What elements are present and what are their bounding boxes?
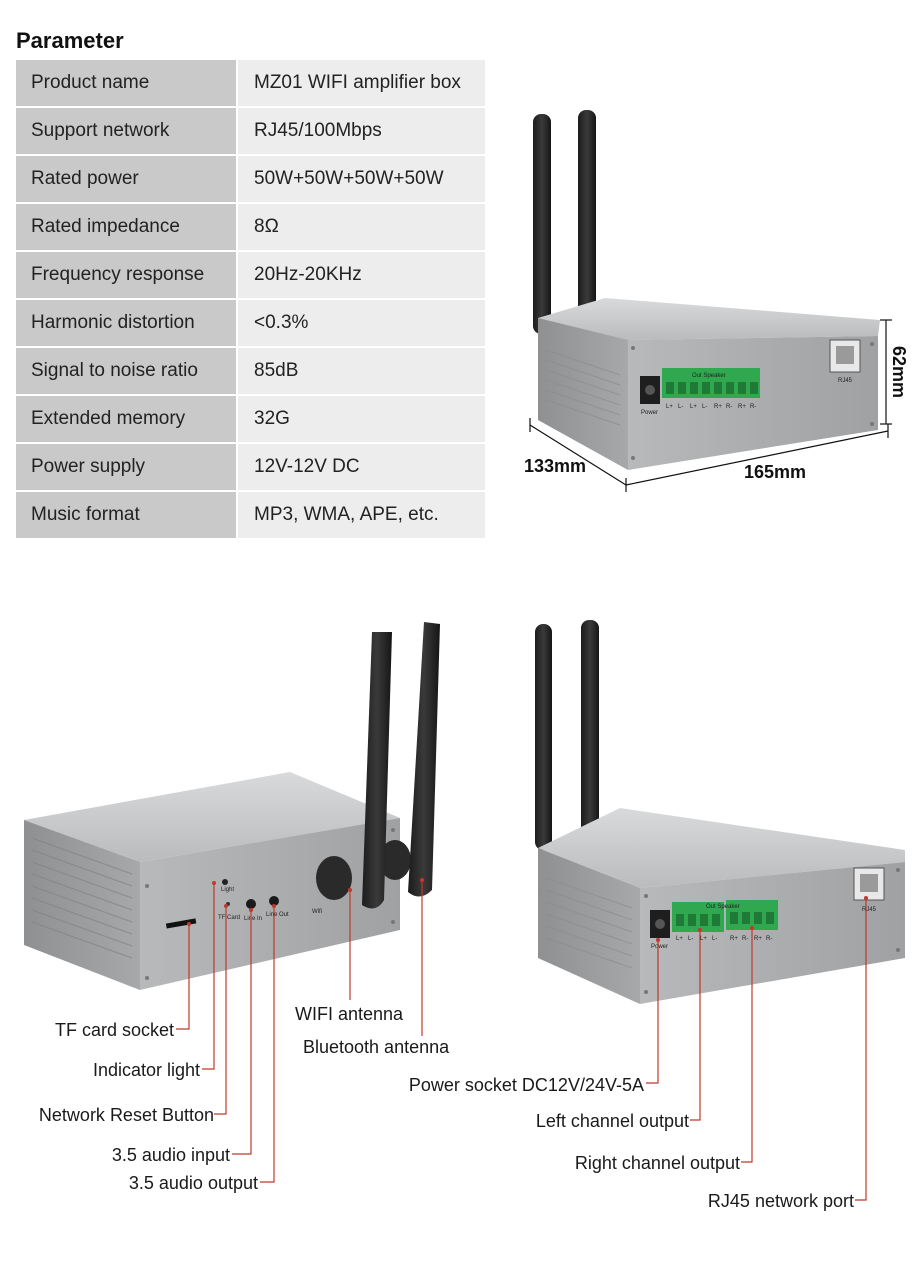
parameter-value: 8Ω (238, 204, 485, 250)
dimension-depth: 133mm (524, 456, 586, 476)
case-side (538, 318, 628, 470)
parameter-row: Harmonic distortion<0.3% (16, 300, 485, 346)
callout-bluetooth-antenna: Bluetooth antenna (303, 1037, 450, 1057)
antenna-base-right (379, 840, 411, 880)
indicator-light (222, 879, 228, 885)
antenna-left (533, 114, 551, 334)
callout-audio-output: 3.5 audio output (129, 1173, 258, 1193)
parameter-value: 50W+50W+50W+50W (238, 156, 485, 202)
parameter-key: Harmonic distortion (16, 300, 236, 346)
callout-indicator-light: Indicator light (93, 1060, 200, 1080)
case-back-panel (640, 862, 905, 1004)
label-out-speaker-back: Out Speaker (706, 904, 740, 910)
label-tf-card: TF Card (218, 915, 240, 921)
label-line-in: Line In (244, 916, 262, 922)
parameter-value: MP3, WMA, APE, etc. (238, 492, 485, 538)
parameter-key: Support network (16, 108, 236, 154)
antenna-back-right (581, 620, 599, 842)
terminal-label: L- (678, 404, 683, 410)
terminal-label: L+ (690, 404, 697, 410)
front-callout-lines (176, 880, 423, 1183)
device-top-view: Power Out Speaker L+ L- L+ L- R+ R- R+ R- RJ45 (533, 110, 880, 470)
terminal-label: L+ (666, 404, 673, 410)
parameter-value: RJ45/100Mbps (238, 108, 485, 154)
parameter-value: 32G (238, 396, 485, 442)
parameter-value: <0.3% (238, 300, 485, 346)
case-top-back (538, 808, 905, 888)
terminal-label: R- (766, 936, 772, 942)
antenna-right (578, 110, 596, 328)
terminal-label: R+ (754, 936, 762, 942)
callout-tf-card-socket: TF card socket (55, 1020, 174, 1040)
line-in-jack (246, 899, 256, 909)
parameter-key: Product name (16, 60, 236, 106)
parameter-key: Extended memory (16, 396, 236, 442)
label-rj45-back: RJ45 (862, 907, 877, 913)
callout-audio-input: 3.5 audio input (112, 1145, 230, 1165)
parameter-key: Signal to noise ratio (16, 348, 236, 394)
label-wifi: Wifi (312, 909, 322, 915)
case-top (538, 298, 880, 340)
parameter-value: 20Hz-20KHz (238, 252, 485, 298)
terminal-label: R- (726, 404, 732, 410)
terminal-label: R- (742, 936, 748, 942)
terminal-label: R+ (730, 936, 738, 942)
parameter-key: Frequency response (16, 252, 236, 298)
label-power-back: Power (651, 944, 668, 950)
callout-left-channel: Left channel output (536, 1111, 689, 1131)
case-side-back (538, 848, 640, 1004)
terminal-label: L- (688, 936, 693, 942)
terminal-label: L+ (676, 936, 683, 942)
tf-card-slot (165, 918, 197, 929)
section-title: Parameter (16, 28, 124, 53)
dimension-lines (529, 319, 892, 492)
callout-wifi-antenna: WIFI antenna (295, 1004, 404, 1024)
parameter-value: 12V-12V DC (238, 444, 485, 490)
terminal-label: R+ (738, 404, 746, 410)
parameter-value: 85dB (238, 348, 485, 394)
label-power: Power (641, 410, 658, 416)
label-light: Light (221, 887, 234, 893)
case-top-front (24, 772, 400, 862)
terminal-label: L- (712, 936, 717, 942)
callout-right-channel: Right channel output (575, 1153, 740, 1173)
parameter-key: Power supply (16, 444, 236, 490)
dimension-width: 165mm (744, 462, 806, 482)
callout-power-socket: Power socket DC12V/24V-5A (409, 1075, 644, 1095)
terminal-label: R+ (714, 404, 722, 410)
terminal-label: L+ (700, 936, 707, 942)
label-rj45: RJ45 (838, 378, 853, 384)
back-callout-lines (646, 898, 867, 1201)
parameter-key: Music format (16, 492, 236, 538)
label-line-out: Line Out (266, 912, 289, 918)
callout-network-reset: Network Reset Button (39, 1105, 214, 1125)
wifi-antenna (362, 632, 392, 909)
case-side-front (24, 820, 140, 990)
parameter-key: Rated power (16, 156, 236, 202)
label-out-speaker: Out Speaker (692, 373, 726, 379)
terminal-label: R- (750, 404, 756, 410)
antenna-back-left (535, 624, 552, 850)
callout-rj45-port: RJ45 network port (708, 1191, 854, 1211)
dimension-height: 62mm (889, 346, 909, 398)
line-out-jack (269, 896, 279, 906)
terminal-label: L- (702, 404, 707, 410)
bluetooth-antenna (408, 622, 440, 897)
device-back-view: Power Out Speaker L+ L- L+ L- R+ R- R+ R- RJ45 (535, 620, 905, 1004)
antenna-base-left (316, 856, 352, 900)
parameter-value: MZ01 WIFI amplifier box (238, 60, 485, 106)
parameter-key: Rated impedance (16, 204, 236, 250)
device-front-view: Light TF Card Line In Line Out Wifi (24, 622, 440, 990)
